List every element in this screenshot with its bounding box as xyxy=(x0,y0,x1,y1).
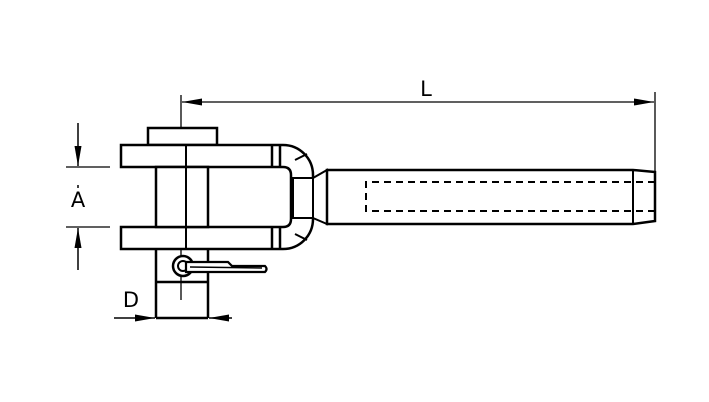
internal-thread-hidden-line xyxy=(365,181,655,212)
pin-head xyxy=(146,126,219,147)
fork-body xyxy=(119,126,328,320)
cotter-pin xyxy=(171,254,268,278)
jaw-width-dimension: A xyxy=(66,123,110,270)
length-label: L xyxy=(420,77,432,101)
jaw-width-label: A xyxy=(71,188,86,212)
pin-body xyxy=(154,165,210,229)
ferrule xyxy=(292,177,314,219)
threaded-tube xyxy=(325,168,657,226)
pin-diameter-label: D xyxy=(123,288,139,312)
pin-diameter-dimension: D xyxy=(114,288,232,322)
